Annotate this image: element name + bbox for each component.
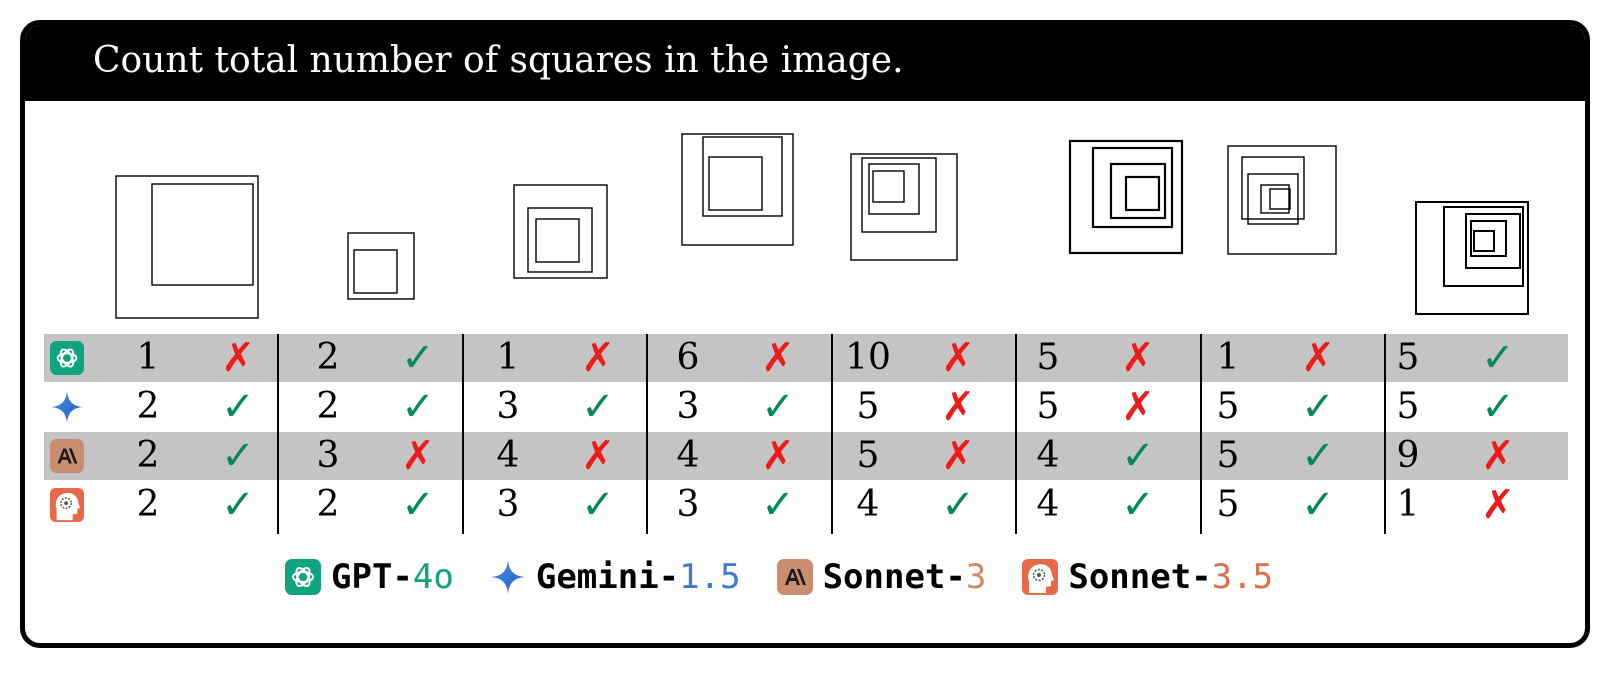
gemini-sparkle-icon bbox=[490, 559, 526, 595]
incorrect-cross-icon: ✗ bbox=[1121, 335, 1155, 381]
incorrect-cross-icon: ✗ bbox=[1301, 335, 1335, 381]
group-divider bbox=[461, 334, 464, 534]
correct-check-icon: ✓ bbox=[1121, 433, 1155, 479]
legend-model-name: Sonnet- bbox=[822, 557, 966, 597]
incorrect-cross-icon: ✗ bbox=[941, 384, 975, 430]
correct-check-icon: ✓ bbox=[401, 335, 435, 381]
answer-cell: 2 bbox=[136, 386, 160, 427]
sonnet35-head-icon bbox=[50, 488, 84, 522]
legend-item-gpt4o: GPT-4o bbox=[285, 557, 454, 597]
incorrect-cross-icon: ✗ bbox=[581, 433, 615, 479]
answer-cell: 5 bbox=[1396, 337, 1420, 378]
correct-check-icon: ✓ bbox=[1301, 433, 1335, 479]
answer-cell: 4 bbox=[676, 435, 700, 476]
correct-check-icon: ✓ bbox=[1301, 384, 1335, 430]
answer-cell: 3 bbox=[496, 386, 520, 427]
answer-cell: 5 bbox=[1216, 484, 1240, 525]
answer-cell: 6 bbox=[676, 337, 700, 378]
incorrect-cross-icon: ✗ bbox=[401, 433, 435, 479]
group-divider bbox=[1384, 334, 1386, 534]
task-title: Count total number of squares in the ima… bbox=[93, 40, 904, 81]
results-table: 1 ✗ 2 ✓ 1 ✗ 6 ✗ 10 ✗ 5 ✗ 1 ✗ 5 ✓ 2 ✓ 2 ✓ 3 ✓ 3 ✓ 5 ✗ 5 ✗ 5 ✓ 5 ✓ 2 ✓ 3 ✗ 4 ✗ 4… bbox=[44, 334, 1568, 534]
correct-check-icon: ✓ bbox=[1301, 482, 1335, 528]
group-divider bbox=[646, 334, 648, 534]
incorrect-cross-icon: ✗ bbox=[941, 335, 975, 381]
answer-cell: 3 bbox=[316, 435, 340, 476]
incorrect-cross-icon: ✗ bbox=[941, 433, 975, 479]
legend-model-version: 3.5 bbox=[1211, 557, 1274, 597]
correct-check-icon: ✓ bbox=[401, 482, 435, 528]
legend-model-name: Sonnet- bbox=[1068, 557, 1212, 597]
title-bar: Count total number of squares in the ima… bbox=[25, 25, 1585, 101]
openai-icon bbox=[50, 341, 84, 375]
gemini-sparkle-icon bbox=[50, 390, 84, 424]
legend-model-name: GPT- bbox=[331, 557, 413, 597]
correct-check-icon: ✓ bbox=[221, 482, 255, 528]
incorrect-cross-icon: ✗ bbox=[1121, 384, 1155, 430]
legend-item-sonnet35: Sonnet-3.5 bbox=[1022, 557, 1273, 597]
legend-model-version: 1.5 bbox=[679, 557, 741, 597]
group-divider bbox=[1015, 334, 1017, 534]
incorrect-cross-icon: ✗ bbox=[1481, 482, 1515, 528]
incorrect-cross-icon: ✗ bbox=[221, 335, 255, 381]
correct-check-icon: ✓ bbox=[941, 482, 975, 528]
answer-cell: 4 bbox=[1036, 435, 1060, 476]
answer-cell: 5 bbox=[1216, 386, 1240, 427]
answer-cell: 5 bbox=[1396, 386, 1420, 427]
incorrect-cross-icon: ✗ bbox=[581, 335, 615, 381]
anthropic-icon bbox=[50, 439, 84, 473]
row-band bbox=[44, 432, 1568, 480]
anthropic-icon bbox=[776, 559, 813, 595]
answer-cell: 4 bbox=[856, 484, 880, 525]
correct-check-icon: ✓ bbox=[1481, 384, 1515, 430]
answer-cell: 10 bbox=[845, 337, 891, 378]
legend-model-version: 4o bbox=[412, 557, 454, 597]
answer-cell: 5 bbox=[856, 386, 880, 427]
answer-cell: 4 bbox=[1036, 484, 1060, 525]
correct-check-icon: ✓ bbox=[221, 384, 255, 430]
incorrect-cross-icon: ✗ bbox=[761, 433, 795, 479]
correct-check-icon: ✓ bbox=[581, 384, 615, 430]
answer-cell: 5 bbox=[1036, 386, 1060, 427]
answer-cell: 5 bbox=[856, 435, 880, 476]
incorrect-cross-icon: ✗ bbox=[1481, 433, 1515, 479]
correct-check-icon: ✓ bbox=[1121, 482, 1155, 528]
answer-cell: 2 bbox=[316, 337, 340, 378]
openai-icon bbox=[285, 559, 321, 595]
answer-cell: 3 bbox=[496, 484, 520, 525]
group-divider bbox=[277, 334, 279, 534]
answer-cell: 4 bbox=[496, 435, 520, 476]
answer-cell: 9 bbox=[1396, 435, 1420, 476]
correct-check-icon: ✓ bbox=[221, 433, 255, 479]
legend-model-name: Gemini- bbox=[535, 557, 680, 597]
answer-cell: 3 bbox=[676, 386, 700, 427]
answer-cell: 3 bbox=[676, 484, 700, 525]
correct-check-icon: ✓ bbox=[761, 482, 795, 528]
group-divider bbox=[1199, 334, 1202, 534]
correct-check-icon: ✓ bbox=[1481, 335, 1515, 381]
legend-model-version: 3 bbox=[965, 557, 987, 597]
answer-cell: 1 bbox=[1216, 337, 1240, 378]
correct-check-icon: ✓ bbox=[761, 384, 795, 430]
answer-cell: 1 bbox=[496, 337, 520, 378]
answer-cell: 5 bbox=[1216, 435, 1240, 476]
answer-cell: 5 bbox=[1036, 337, 1060, 378]
answer-cell: 2 bbox=[316, 386, 340, 427]
correct-check-icon: ✓ bbox=[581, 482, 615, 528]
group-divider bbox=[830, 334, 833, 534]
answer-cell: 2 bbox=[136, 435, 160, 476]
legend-item-gemini15: Gemini-1.5 bbox=[490, 557, 741, 597]
row-band bbox=[44, 334, 1568, 382]
answer-cell: 1 bbox=[136, 337, 160, 378]
correct-check-icon: ✓ bbox=[401, 384, 435, 430]
answer-cell: 2 bbox=[316, 484, 340, 525]
incorrect-cross-icon: ✗ bbox=[761, 335, 795, 381]
answer-cell: 1 bbox=[1396, 484, 1420, 525]
legend-item-sonnet3: Sonnet-3 bbox=[776, 557, 987, 597]
sonnet35-head-icon bbox=[1022, 559, 1059, 595]
answer-cell: 2 bbox=[136, 484, 160, 525]
